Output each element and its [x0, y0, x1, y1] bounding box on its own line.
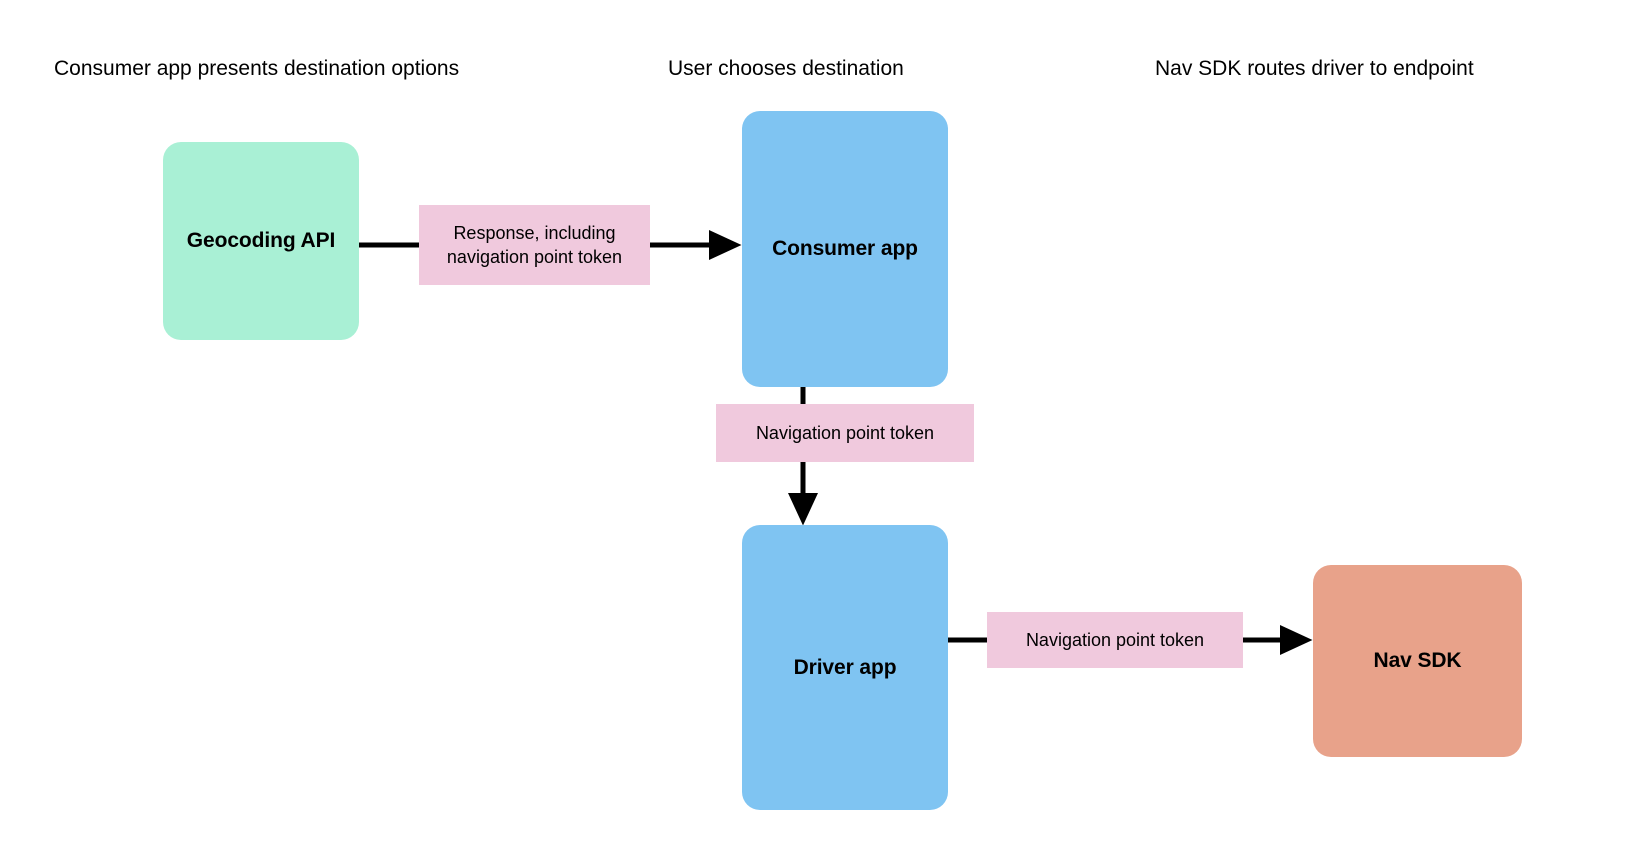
node-driver-app[interactable]: Driver app [742, 525, 948, 810]
node-nav-sdk-label: Nav SDK [1373, 649, 1462, 672]
edge-label-response-including-navigation-point-token: Response, including navigation point tok… [419, 205, 650, 285]
edge-label-navigation-point-token-vertical-text: Navigation point token [755, 423, 935, 443]
edge-label-navigation-point-token-vertical: Navigation point token [716, 404, 974, 462]
node-driver-app-label: Driver app [793, 655, 897, 679]
node-geocoding-api-label: Geocoding API [186, 229, 336, 252]
edge-label-navigation-point-token-horizontal: Navigation point token [987, 612, 1243, 668]
node-geocoding-api[interactable]: Geocoding API [163, 142, 359, 340]
node-nav-sdk[interactable]: Nav SDK [1313, 565, 1522, 757]
node-consumer-app-label: Consumer app [772, 237, 918, 260]
column-header-consumer-app-presents: Consumer app presents destination option… [54, 57, 460, 80]
node-consumer-app[interactable]: Consumer app [742, 111, 948, 387]
edge-label-response-text: Response, including navigation point tok… [446, 223, 623, 267]
column-header-nav-sdk-routes: Nav SDK routes driver to endpoint [1155, 57, 1474, 80]
column-header-user-chooses: User chooses destination [668, 57, 904, 80]
edge-label-navigation-point-token-horizontal-text: Navigation point token [1025, 630, 1205, 650]
